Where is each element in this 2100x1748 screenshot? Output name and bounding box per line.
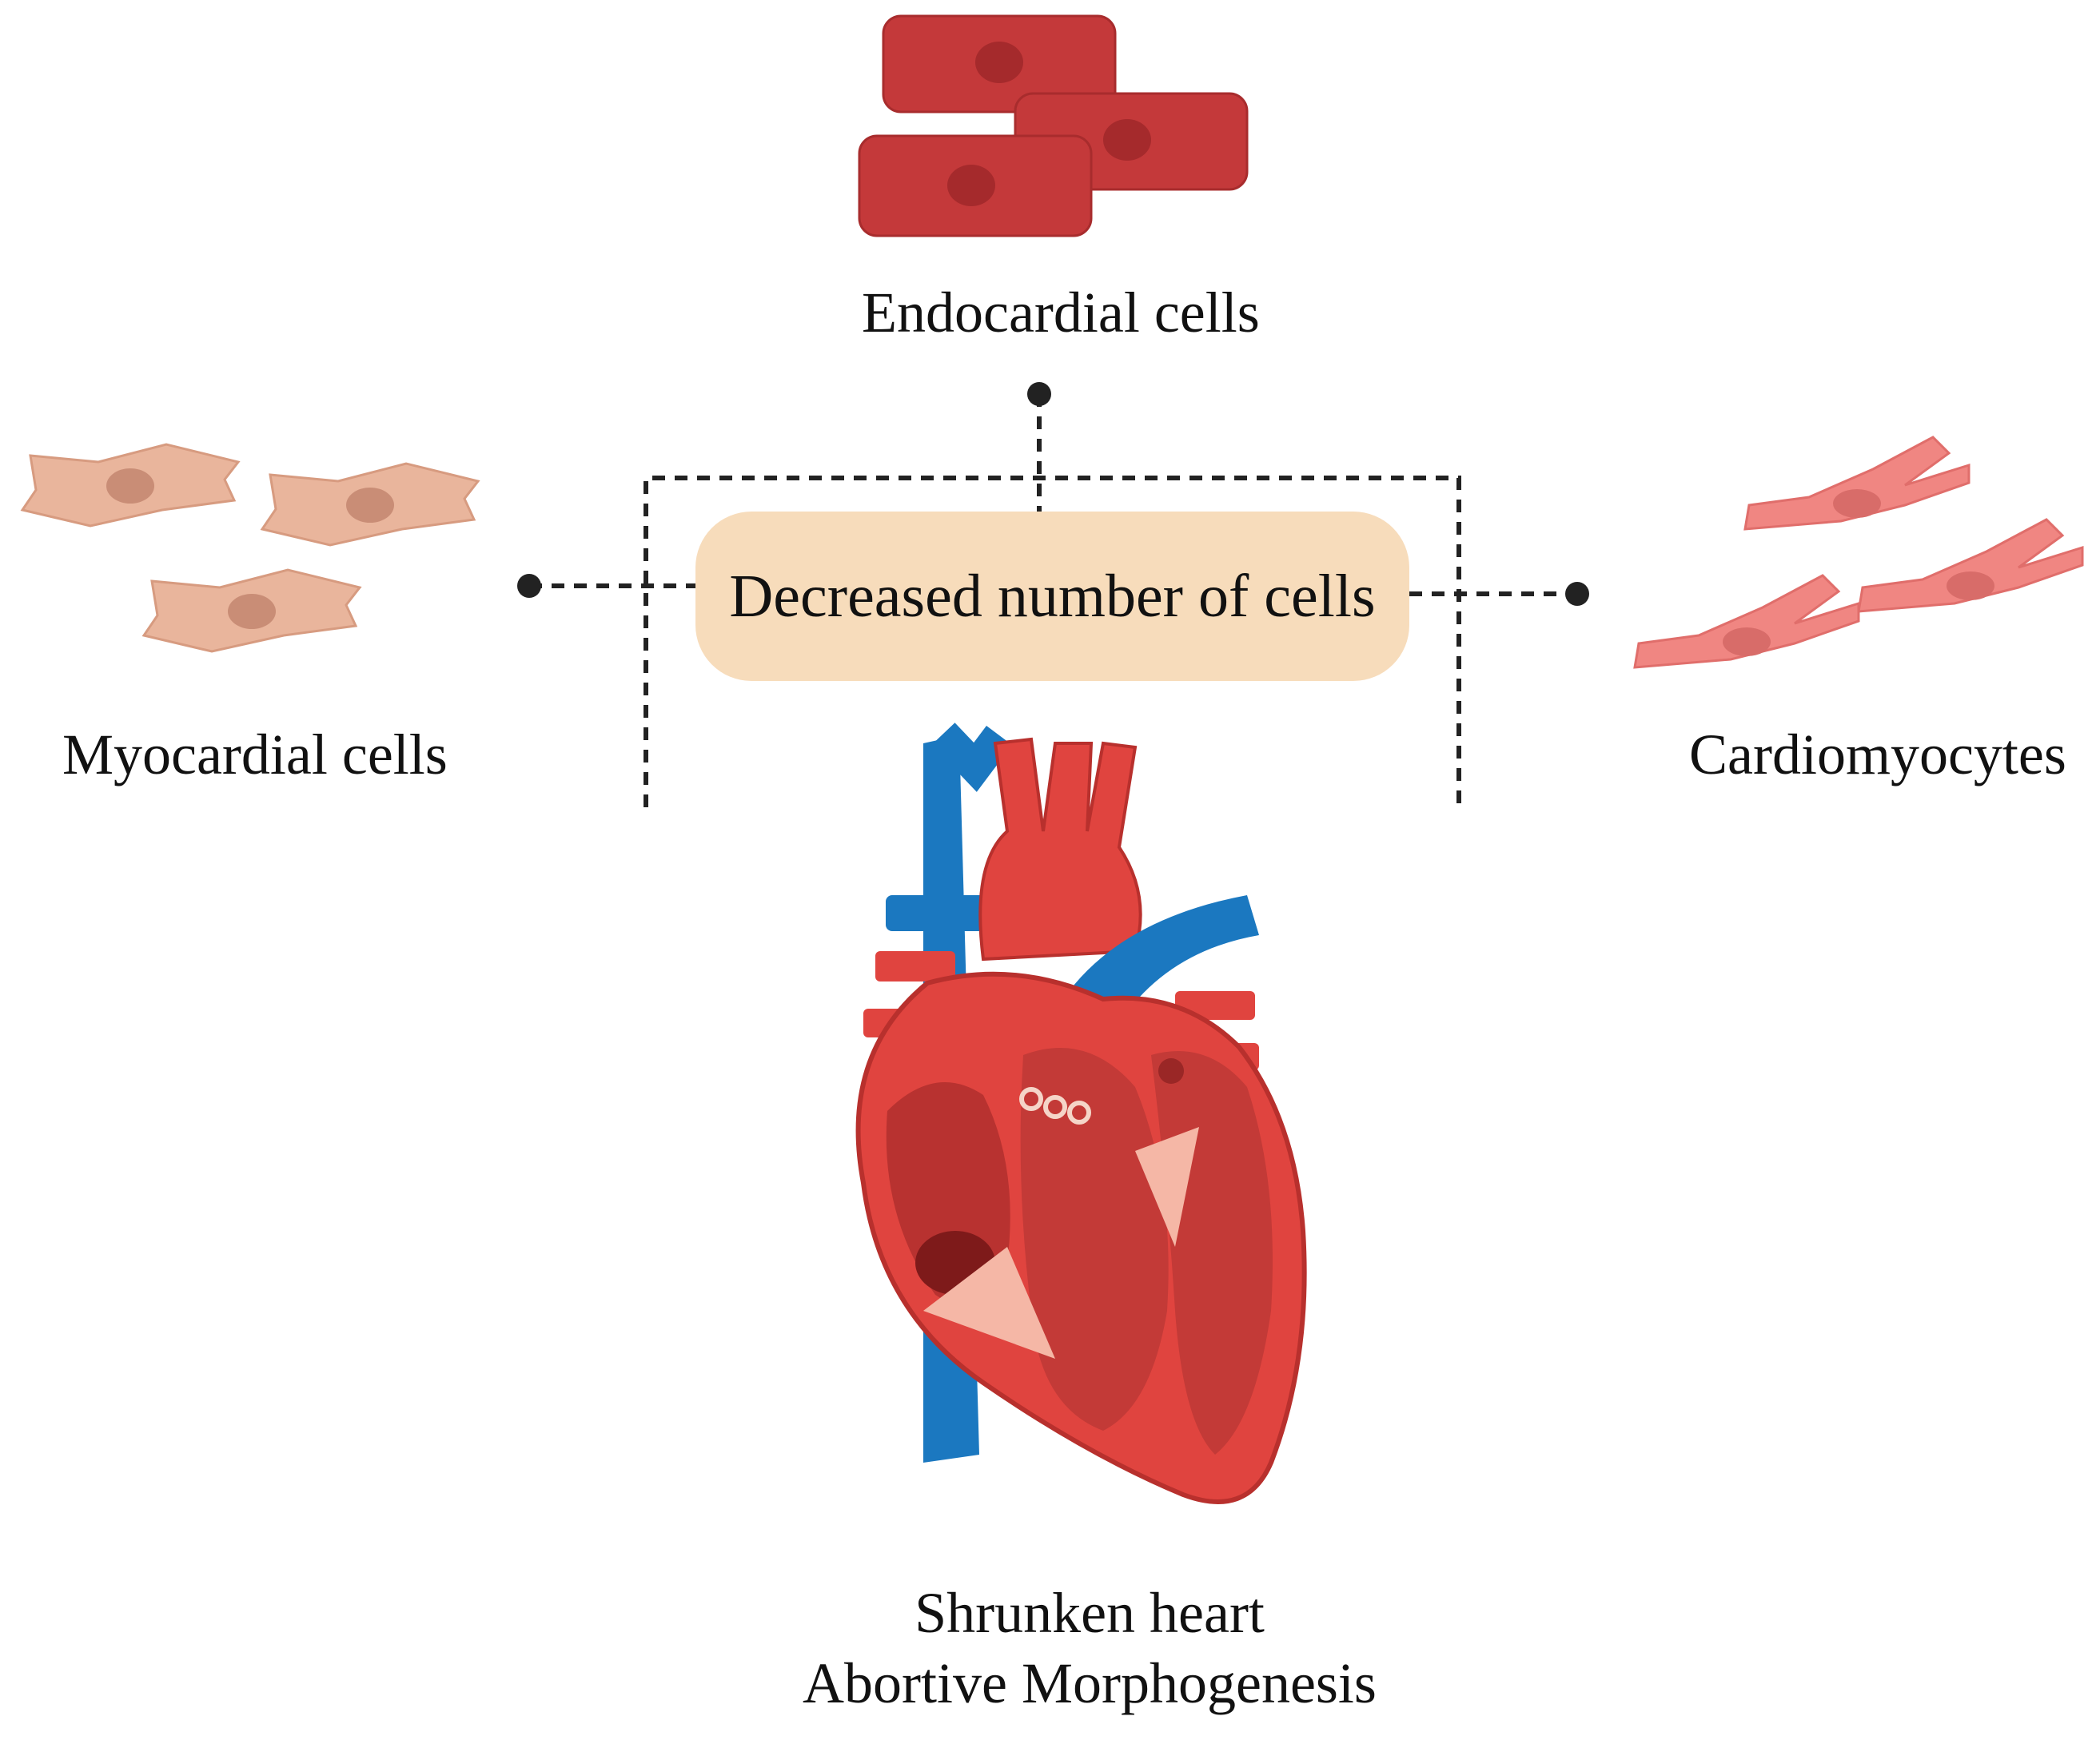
heart-caption-line1: Shrunken heart: [915, 1581, 1265, 1645]
heart-caption-line2: Abortive Morphogenesis: [803, 1650, 1377, 1715]
decreased-cells-label: Decreased number of cells: [729, 562, 1376, 630]
connector-lines: [529, 394, 1577, 807]
heart-anatomy-icon: [855, 723, 1307, 1504]
connector-dots: [517, 382, 1589, 606]
heart-caption: Shrunken heart Abortive Morphogenesis: [650, 1579, 1529, 1719]
endocardial-cells-label: Endocardial cells: [862, 281, 1260, 344]
cardiomyocytes-label: Cardiomyocytes: [1689, 723, 2066, 786]
decreased-cells-box: Decreased number of cells: [695, 512, 1409, 681]
endocardial-cells-icon: [858, 14, 1249, 237]
cardiomyocytes-icon: [1633, 436, 2084, 669]
myocardial-cells-label: Myocardial cells: [62, 723, 448, 786]
myocardial-cells-icon: [21, 443, 480, 653]
